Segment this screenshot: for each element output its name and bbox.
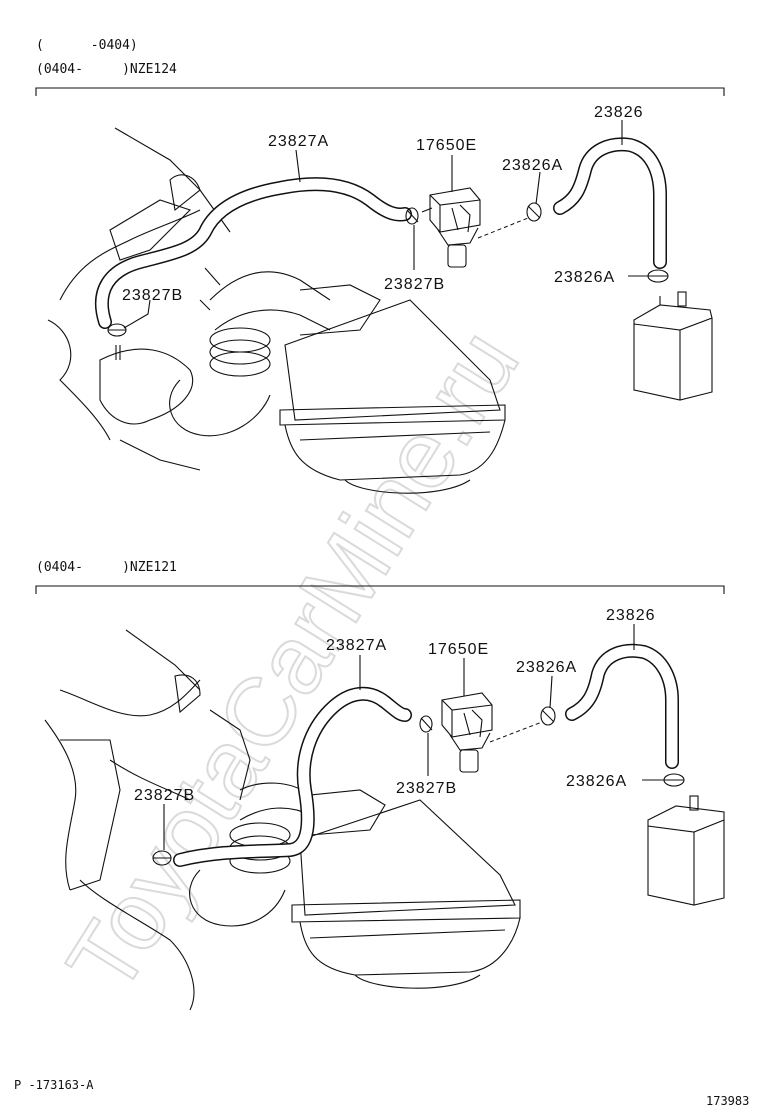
top-label-hose-a: 23827A [268,133,329,150]
top-label-hose: 23826 [594,104,644,121]
bottom-clamp-hose [540,706,556,726]
top-header-line-1: ( -0404) [36,38,138,53]
bottom-label-hose: 23826 [606,607,656,624]
top-label-clamp-hose: 23826A [502,157,563,174]
footer-right-code: 173983 [706,1094,750,1108]
bottom-frame-bracket [35,585,725,594]
bottom-clamp-engine [152,850,172,866]
top-engine-block [47,127,231,471]
bottom-label-valve: 17650E [428,641,489,658]
top-valve-17650e [421,187,481,268]
bottom-header-line-1: (0404- )NZE121 [36,560,177,575]
bottom-label-clamp-engine: 23827B [134,787,195,804]
top-leader-hose-a [295,149,301,183]
bottom-engine-block [44,629,251,1011]
top-label-clamp-canister: 23826A [554,269,615,286]
top-header-line-2: (0404- )NZE124 [36,62,177,77]
top-diagram: 23827A 17650E 23826A 23826 23826A 23827B… [35,87,725,494]
bottom-hose-23827a [173,686,412,867]
top-label-valve: 17650E [416,137,477,154]
bottom-dashed-connection [489,721,543,743]
bottom-canister [647,795,725,906]
top-frame-bracket [35,87,725,96]
bottom-clamp-canister [663,773,685,787]
bottom-diagram: 23827A 17650E 23826A 23826 23826A 23827B… [35,585,725,1011]
top-air-intake [169,271,381,437]
top-clamp-hose [526,202,542,222]
top-air-cleaner [279,299,506,494]
bottom-valve-17650e [441,692,493,773]
bottom-label-clamp-valve: 23827B [396,780,457,797]
bottom-air-cleaner [291,799,521,989]
watermark-text: ToyotaCarMine.ru [47,312,539,1011]
bottom-hose-23826 [565,643,679,769]
bottom-label-clamp-canister: 23826A [566,773,627,790]
bottom-leader-clamp-hose [549,675,553,709]
top-clamp-canister [647,269,669,283]
top-clamp-engine [107,323,127,360]
bottom-label-hose-a: 23827A [326,637,387,654]
top-leader-clamp-hose [535,171,541,205]
top-hose-23826 [553,137,667,269]
bottom-label-clamp-hose: 23826A [516,659,577,676]
top-hose-23827a [94,177,412,329]
footer-left-code: P -173163-A [14,1078,94,1092]
top-label-clamp-valve: 23827B [384,276,445,293]
top-canister [633,291,713,401]
top-label-clamp-engine: 23827B [122,287,183,304]
top-leader-clamp-engine [123,299,151,329]
bottom-clamp-valve [419,715,433,733]
top-dashed-connection [477,217,529,239]
top-clamp-valve [405,207,419,225]
